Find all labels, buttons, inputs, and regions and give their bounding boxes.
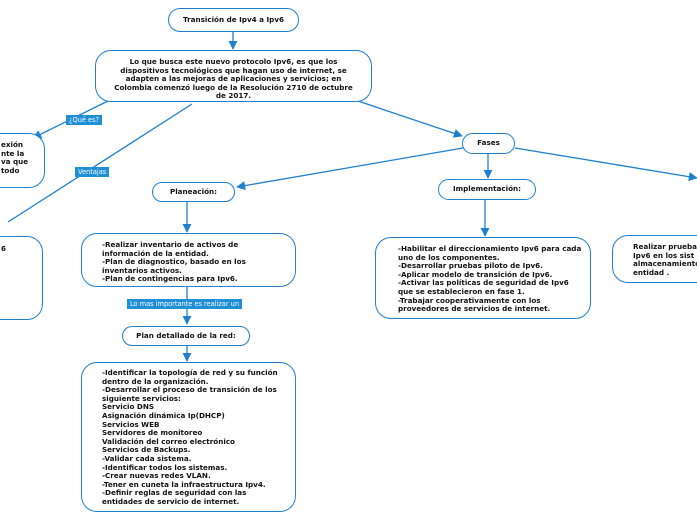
intro-text: Lo que busca este nuevo protocolo Ipv6, … — [114, 57, 356, 101]
importante-label: Lo mas importante es realizar un — [127, 299, 242, 309]
plan-red-text: Plan detallado de la red: — [136, 330, 236, 340]
implementacion-node[interactable]: Implementación: — [438, 179, 536, 200]
fases-node[interactable]: Fases — [462, 133, 515, 154]
implementacion-detail-node[interactable]: -Habilitar el direccionamiento Ipv6 para… — [375, 237, 591, 319]
planeacion-detail-text: -Realizar inventario de activos de infor… — [102, 240, 246, 284]
edge-fases-planeacion — [236, 147, 464, 191]
planeacion-node[interactable]: Planeación: — [152, 182, 235, 202]
plan-red-node[interactable]: Plan detallado de la red: — [122, 326, 250, 346]
red-detail-node[interactable]: -Identificar la topología de red y su fu… — [81, 362, 296, 512]
que-es-node[interactable]: exión nte la va que todo — [0, 133, 45, 188]
title-text: Transición de Ipv4 a Ipv6 — [182, 14, 285, 24]
implementacion-text: Implementación: — [452, 184, 522, 194]
que-es-text: exión nte la va que todo — [1, 140, 29, 175]
ventajas-text: 6 — [1, 244, 7, 253]
ventajas-node[interactable]: 6 — [0, 236, 43, 320]
edge-intro-fases — [339, 94, 463, 138]
pruebas-node[interactable]: Realizar prueba Ipv6 en los sist almacen… — [612, 235, 697, 283]
ventajas-label: Ventajas — [75, 167, 110, 177]
pruebas-text: Realizar prueba Ipv6 en los sist almacen… — [633, 242, 697, 277]
fases-text: Fases — [477, 138, 500, 148]
implementacion-detail-text: -Habilitar el direccionamiento Ipv6 para… — [398, 244, 582, 314]
planeacion-detail-node[interactable]: -Realizar inventario de activos de infor… — [81, 233, 296, 287]
red-detail-text: -Identificar la topología de red y su fu… — [102, 368, 278, 506]
edge-intro-ventajas — [7, 103, 193, 223]
que-es-label: ¿Qué es? — [66, 115, 103, 125]
title-node[interactable]: Transición de Ipv4 a Ipv6 — [168, 8, 299, 32]
planeacion-text: Planeación: — [169, 186, 218, 196]
intro-node[interactable]: Lo que busca este nuevo protocolo Ipv6, … — [95, 50, 372, 102]
edge-fases-pruebas — [514, 147, 697, 182]
